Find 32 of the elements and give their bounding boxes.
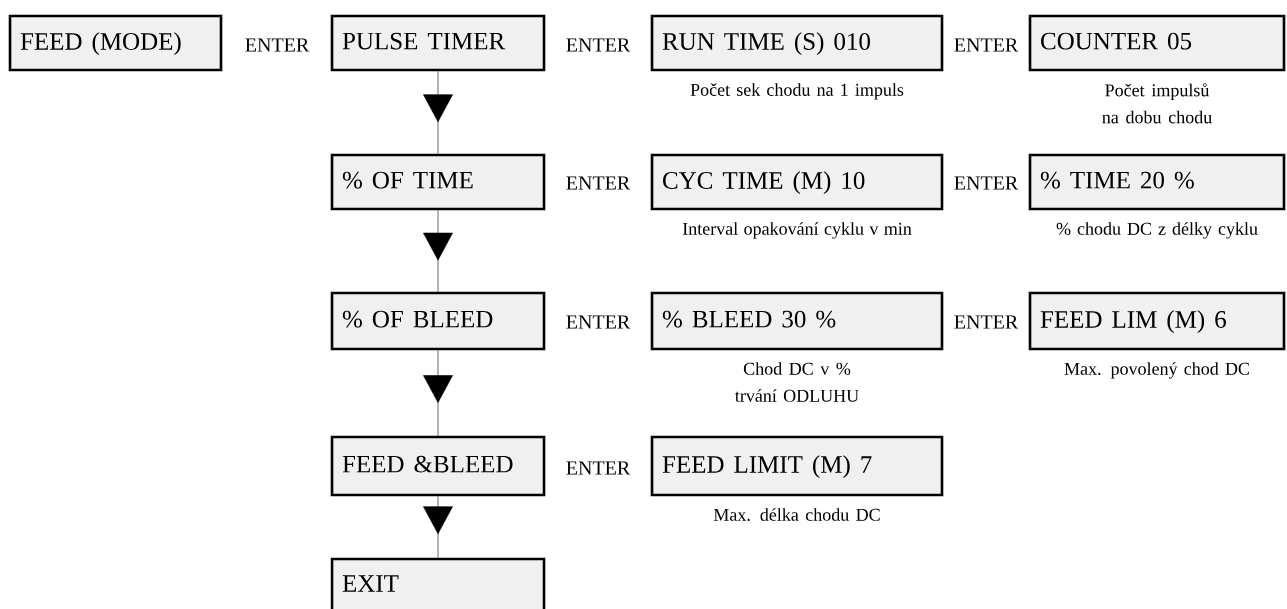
key-label: ENTER — [566, 315, 631, 329]
menu-box: FEED (MODE) — [8, 14, 223, 72]
key-label: ENTER — [954, 176, 1019, 190]
menu-box: % BLEED 30 % — [650, 291, 944, 351]
menu-box: EXIT — [330, 557, 546, 609]
menu-box: PULSE TIMER — [330, 14, 546, 72]
key-label: ENTER — [954, 38, 1019, 52]
key-label: ENTER — [566, 38, 631, 52]
key-label: ENTER — [954, 315, 1019, 329]
key-label: ENTER — [566, 461, 631, 475]
menu-box: CYC TIME (M) 10 — [650, 153, 944, 211]
down-arrow — [423, 71, 453, 154]
menu-box: % TIME 20 % — [1028, 153, 1286, 211]
key-label: ENTER — [245, 38, 310, 52]
description-text: Max. povolený chod DC — [1064, 362, 1249, 379]
menu-box: FEED LIMIT (M) 7 — [650, 435, 944, 497]
menu-box: % OF BLEED — [330, 291, 546, 351]
key-label: ENTER — [566, 176, 631, 190]
menu-box: FEED &BLEED — [330, 435, 546, 497]
down-arrow — [423, 350, 453, 436]
description-text: Chod DC v % trvání ODLUHU — [735, 362, 859, 402]
description-text: Interval opakování cyklu v min — [682, 222, 912, 239]
menu-box: FEED LIM (M) 6 — [1028, 291, 1286, 351]
menu-box: COUNTER 05 — [1028, 14, 1286, 72]
description-text: Max. délka chodu DC — [713, 508, 880, 521]
description-text: Počet sek chodu na 1 impuls — [690, 83, 904, 100]
menu-box: % OF TIME — [330, 153, 546, 211]
description-text: Počet impulsů na dobu chodu — [1102, 83, 1212, 124]
down-arrow — [423, 496, 453, 558]
description-text: % chodu DC z délky cyklu — [1056, 222, 1258, 239]
down-arrow — [423, 210, 453, 292]
menu-box: RUN TIME (S) 010 — [650, 14, 944, 72]
